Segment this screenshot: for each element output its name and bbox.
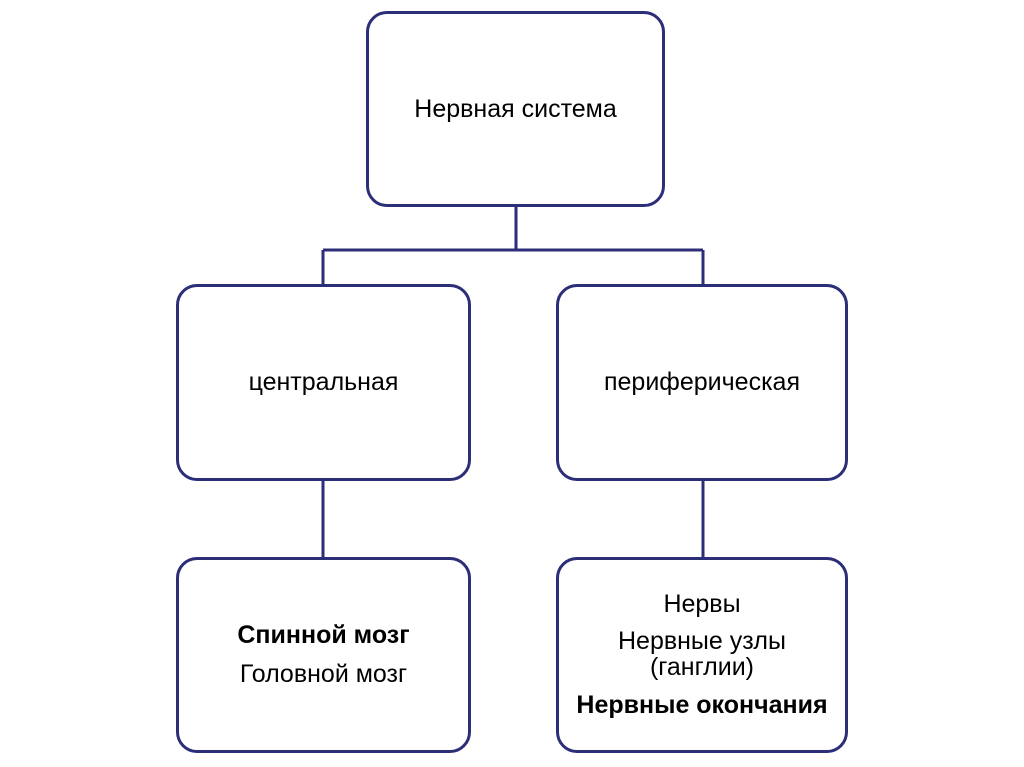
node-label: периферическая — [603, 368, 800, 396]
node-label-line: (ганглии) — [649, 653, 755, 681]
node-pns-organs[interactable]: Нервы Нервные узлы (ганглии) Нервные око… — [556, 557, 848, 753]
node-label: центральная — [248, 368, 399, 396]
node-nervous-system[interactable]: Нервная система — [366, 11, 665, 207]
node-label-line: Нервные окончания — [576, 691, 828, 719]
node-label-line: Нервные узлы — [617, 627, 786, 655]
node-cns-organs[interactable]: Спинной мозг Головной мозг — [176, 557, 471, 753]
node-label-line: Нервы — [663, 590, 741, 618]
node-peripheral-nervous-system[interactable]: периферическая — [556, 284, 848, 481]
node-label-line: Спинной мозг — [237, 621, 410, 649]
node-central-nervous-system[interactable]: центральная — [176, 284, 471, 481]
node-label-line: Головной мозг — [239, 660, 408, 688]
node-label: Нервная система — [414, 94, 617, 123]
